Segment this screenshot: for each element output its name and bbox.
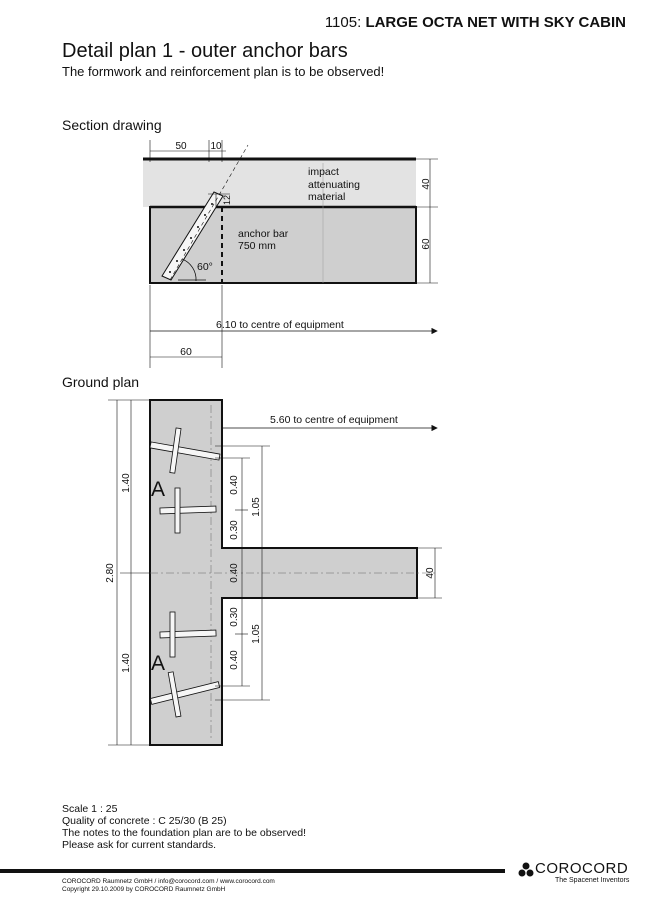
dim-right-40: 40 (421, 178, 432, 190)
material-label-2: attenuating (308, 179, 360, 191)
corocord-logo-icon (518, 862, 534, 877)
dim-lower: 1.40 (121, 653, 132, 673)
product-name: LARGE OCTA NET WITH SKY CABIN (365, 14, 626, 31)
footer-copyright: Copyright 29.10.2009 by COROCORD Raumnet… (62, 886, 226, 893)
dim-105-b: 1.05 (251, 624, 262, 644)
dim-040-a: 0.40 (229, 475, 240, 495)
anchor-bars-upper (149, 427, 221, 534)
angle-arc (181, 258, 197, 282)
section-drawing-label: Section drawing (62, 117, 162, 133)
dim-top-10: 10 (210, 141, 222, 152)
dim-030-b: 0.30 (229, 607, 240, 627)
dim-030-a: 0.30 (229, 520, 240, 540)
page-subtitle: The formwork and reinforcement plan is t… (62, 64, 385, 79)
dim-upper: 1.40 (121, 473, 132, 493)
section-marker-a-upper: A (151, 478, 165, 501)
material-label-3: material (308, 191, 345, 203)
angle-label: 60° (197, 261, 213, 273)
note-scale: Scale 1 : 25 (62, 803, 118, 815)
to-centre-560-label: 5.60 to centre of equipment (270, 414, 398, 426)
dim-040-b: 0.40 (229, 650, 240, 670)
product-code: 1105: (324, 14, 362, 31)
brand-tagline: The Spacenet Inventors (555, 877, 630, 884)
dim-040-mid: 0.40 (229, 563, 240, 583)
drawing-notes: Scale 1 : 25 Quality of concrete : C 25/… (62, 803, 306, 851)
dim-beam-40: 40 (425, 567, 436, 579)
to-centre-610-label: 6.10 to centre of equipment (216, 319, 344, 331)
dim-105-a: 1.05 (251, 497, 262, 517)
dim-total: 2.80 (105, 563, 116, 583)
note-foundation: The notes to the foundation plan are to … (62, 827, 307, 839)
dim-bottom-60: 60 (180, 346, 192, 358)
footer-contact: COROCORD Raumnetz GmbH / info@corocord.c… (62, 878, 275, 885)
footer-rule (0, 869, 505, 873)
ground-plan-label: Ground plan (62, 374, 140, 390)
anchor-bar-label: anchor bar (238, 228, 289, 240)
dim-top-50: 50 (175, 141, 187, 152)
footer-text: COROCORD Raumnetz GmbH / info@corocord.c… (62, 878, 275, 894)
note-standards: Please ask for current standards. (62, 839, 217, 851)
section-marker-a-lower: A (151, 652, 165, 675)
anchor-bars-lower (149, 611, 221, 718)
document-code: 1105: LARGE OCTA NET WITH SKY CABIN (325, 14, 626, 31)
impact-material-layer (143, 159, 416, 207)
section-drawing: 50 10 12 40 60 impact attenuating materi… (143, 140, 438, 368)
page-title: Detail plan 1 - outer anchor bars (62, 40, 348, 62)
anchor-axis-line (169, 144, 249, 281)
anchor-bar-inclined (161, 191, 224, 281)
anchor-bar-length: 750 mm (238, 240, 276, 252)
note-concrete: Quality of concrete : C 25/30 (B 25) (62, 815, 227, 827)
brand-name: COROCORD (535, 860, 629, 877)
dim-12: 12 (222, 195, 232, 205)
material-label-1: impact (308, 166, 339, 178)
ground-plan: 5.60 to centre of equipment 2.80 1.40 1.… (105, 399, 442, 746)
dim-right-60: 60 (421, 238, 432, 250)
